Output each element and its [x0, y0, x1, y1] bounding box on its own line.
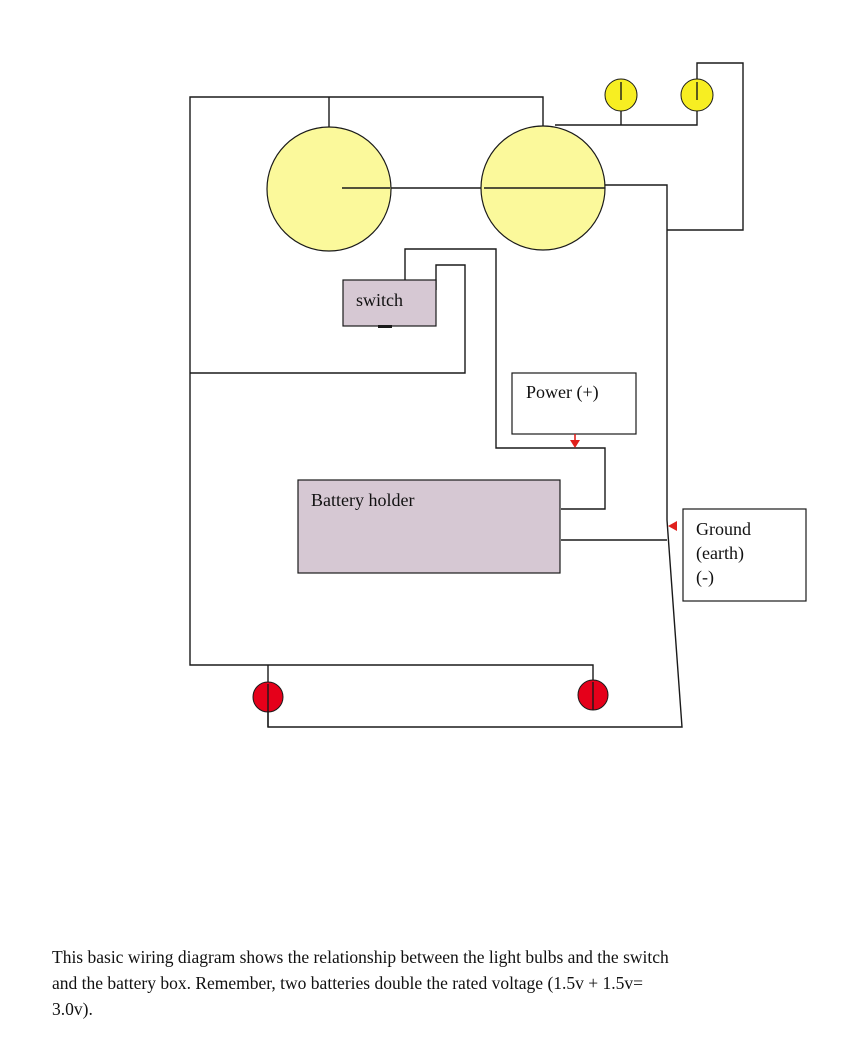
caption-line-1: This basic wiring diagram shows the rela… [52, 947, 669, 967]
battery-holder-component: Battery holder [297, 479, 561, 574]
switch-label: switch [356, 290, 403, 310]
power-callout: Power (+) [511, 372, 637, 448]
wire-switch-to-loop [190, 264, 466, 374]
power-box [511, 372, 637, 435]
battery-holder-box [297, 479, 561, 574]
wire-ground-rail [267, 184, 683, 728]
ground-label-line3: (-) [696, 567, 714, 588]
left-headlight [266, 126, 392, 252]
switch-component: switch [342, 279, 437, 328]
ground-callout: Ground (earth) (-) [668, 508, 807, 602]
power-label: Power (+) [526, 382, 599, 403]
caption-line-2: and the battery box. Remember, two batte… [52, 973, 644, 993]
power-arrow-icon [570, 440, 580, 448]
ground-label-line1: Ground [696, 519, 751, 539]
caption-line-3: 3.0v). [52, 999, 93, 1019]
wire-switch-to-power [404, 248, 606, 510]
wire-main-loop [189, 96, 594, 690]
wire-small-bulbs [555, 62, 744, 231]
switch-box [342, 279, 437, 327]
switch-tab [378, 325, 392, 328]
diagram-caption: This basic wiring diagram shows the rela… [52, 944, 794, 1022]
wiring-diagram: switch Power (+) Battery holder Ground (… [189, 62, 807, 728]
ground-box [682, 508, 807, 602]
ground-label-line2: (earth) [696, 543, 744, 564]
battery-holder-label: Battery holder [311, 490, 414, 510]
ground-arrow-icon [668, 521, 677, 531]
